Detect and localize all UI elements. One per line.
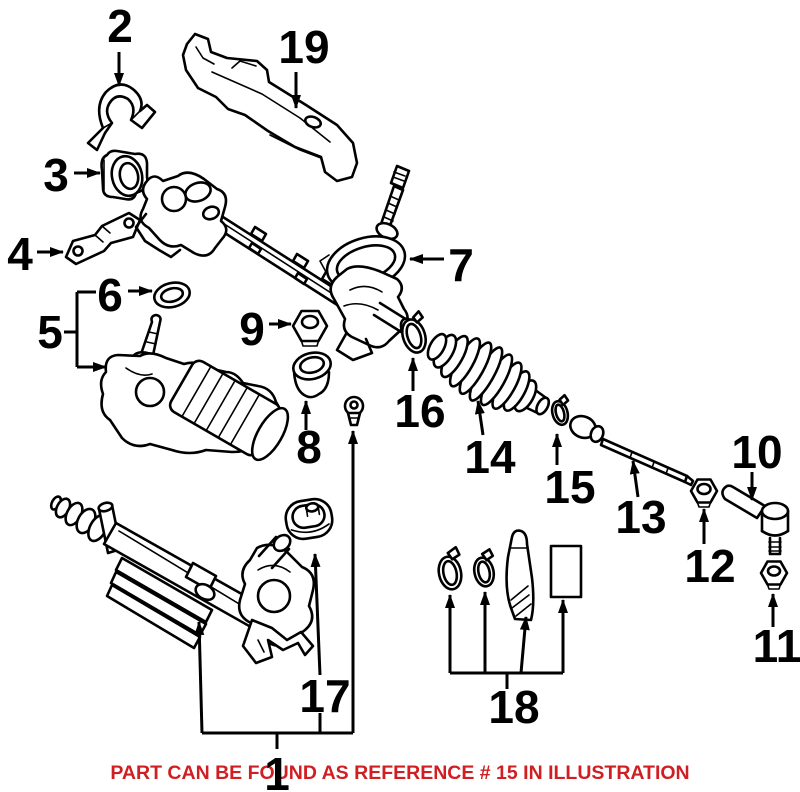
callout-19: 19 [278, 21, 330, 109]
svg-text:5: 5 [37, 306, 63, 358]
svg-text:15: 15 [544, 461, 595, 513]
part-5-motor-unit [99, 313, 290, 462]
part-bleeder-valve [343, 395, 365, 427]
callout-15: 15 [544, 433, 596, 513]
part-14-bellows-boot [426, 332, 551, 416]
svg-text:10: 10 [731, 426, 782, 478]
instruction-packet [549, 544, 583, 599]
callout-9: 9 [239, 303, 292, 355]
part-18-boot-kit [437, 529, 583, 622]
svg-text:4: 4 [7, 228, 33, 280]
callout-14: 14 [464, 400, 516, 483]
part-12-nut [689, 478, 719, 508]
part-15-clamp [550, 393, 570, 427]
part-13-inner-tie-rod [569, 414, 695, 487]
reference-note: PART CAN BE FOUND AS REFERENCE # 15 IN I… [110, 762, 689, 784]
part-11-nut [759, 560, 789, 590]
part-2-clamp-bracket [86, 83, 157, 152]
part-6-seal-ring [152, 281, 192, 309]
part-16-clamp [400, 310, 428, 354]
callout-1: 1 [194, 430, 358, 792]
callout-4: 4 [7, 228, 64, 280]
svg-text:6: 6 [97, 269, 123, 321]
svg-text:1: 1 [264, 748, 290, 792]
callout-6: 6 [97, 269, 153, 321]
part-9-nut [291, 309, 329, 347]
part-10-tie-rod-end [721, 484, 790, 556]
svg-text:11: 11 [753, 620, 800, 672]
callout-5: 5 [37, 290, 107, 372]
callout-12: 12 [684, 508, 736, 592]
svg-text:8: 8 [296, 421, 322, 473]
svg-text:19: 19 [278, 21, 329, 73]
svg-text:12: 12 [684, 540, 735, 592]
svg-text:3: 3 [43, 149, 69, 201]
callout-13: 13 [615, 460, 667, 543]
svg-text:2: 2 [107, 0, 133, 52]
svg-text:9: 9 [239, 303, 265, 355]
callout-11: 11 [753, 593, 800, 672]
svg-text:13: 13 [615, 491, 666, 543]
callout-16: 16 [394, 357, 446, 437]
svg-text:7: 7 [448, 239, 474, 291]
svg-text:17: 17 [299, 670, 350, 722]
callout-17: 17 [299, 553, 351, 733]
svg-text:18: 18 [488, 681, 539, 733]
part-1-rack-assembly [49, 495, 316, 665]
callout-10: 10 [731, 426, 783, 501]
svg-text:16: 16 [394, 385, 445, 437]
part-3-bushing [100, 149, 149, 201]
part-19-heat-shield [181, 32, 359, 183]
callout-2: 2 [107, 0, 133, 87]
callout-18: 18 [445, 591, 568, 733]
part-17-mount [284, 497, 334, 541]
callout-3: 3 [43, 149, 101, 201]
svg-text:14: 14 [464, 431, 516, 483]
part-7-steering-gear [134, 164, 419, 362]
callout-7: 7 [409, 239, 474, 291]
part-8-grommet [291, 351, 333, 399]
callout-8: 8 [296, 400, 322, 473]
